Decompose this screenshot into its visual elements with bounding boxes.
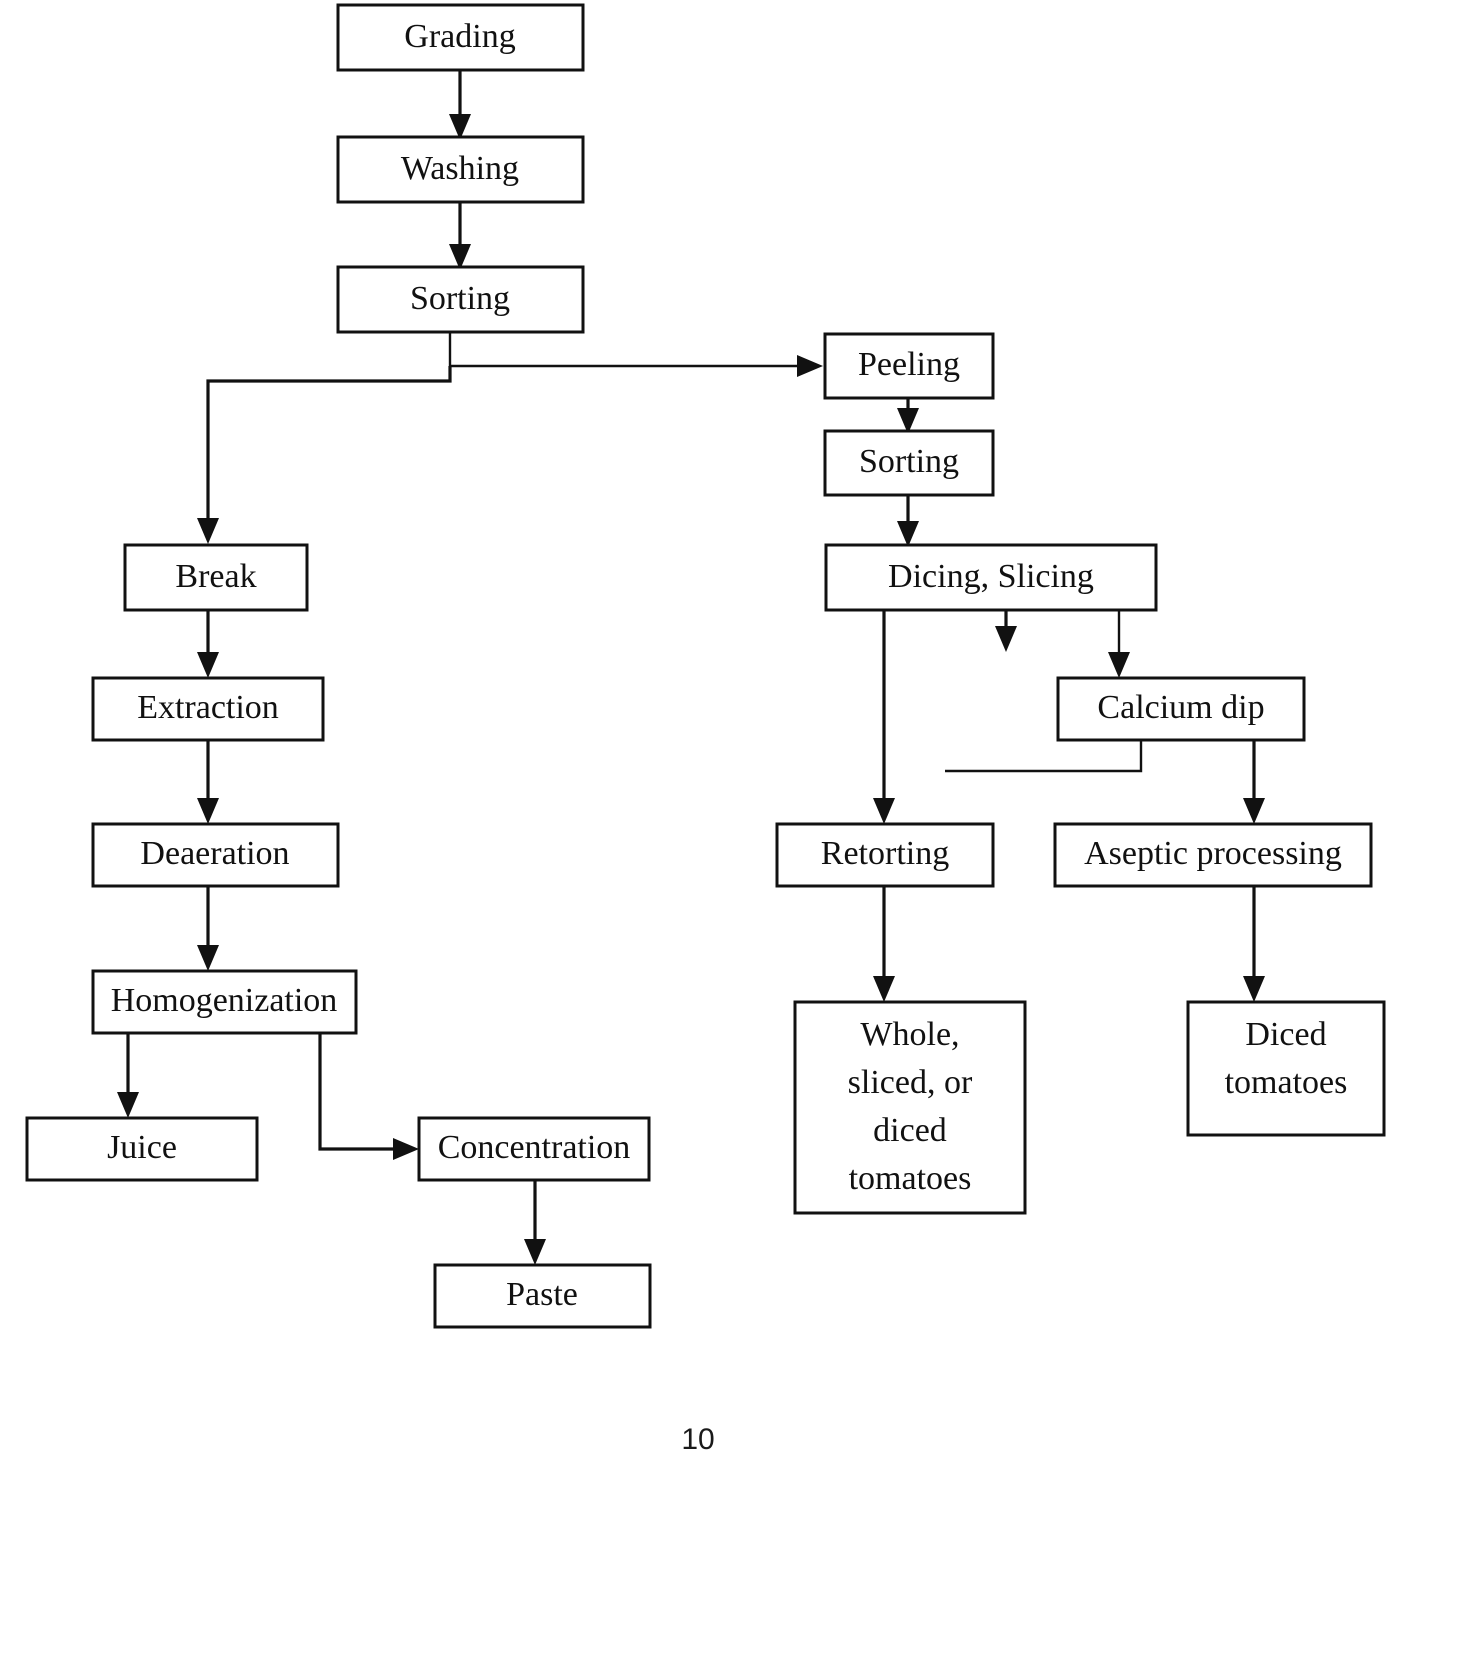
edge-concentration-to-paste (524, 1180, 546, 1265)
node-juice[interactable]: Juice (25, 1116, 259, 1182)
node-homogenization-label: Homogenization (111, 982, 338, 1019)
node-aseptic-processing[interactable]: Aseptic processing (1053, 822, 1373, 888)
edge-sorting-to-peeling (448, 332, 823, 377)
arrow-head-icon (873, 798, 895, 824)
node-grading-label: Grading (404, 18, 515, 55)
node-calcium-dip[interactable]: Calcium dip (1056, 676, 1306, 742)
arrow-head-icon (797, 355, 823, 377)
node-box (1053, 822, 1373, 888)
node-concentration-label: Concentration (438, 1129, 631, 1166)
edge-homogenization-to-concentration (318, 1033, 419, 1160)
node-retorting-label: Retorting (821, 835, 949, 872)
edge-sorting2-to-dicing (897, 495, 919, 547)
arrow-head-icon (393, 1138, 419, 1160)
node-box (1186, 1000, 1386, 1137)
node-box (91, 822, 340, 888)
node-homogenization[interactable]: Homogenization (91, 969, 358, 1035)
page-number: 10 (681, 1423, 714, 1456)
edge-dicing-stub (995, 610, 1017, 652)
edge-calciumdip-to-aseptic (1243, 740, 1265, 824)
node-calcium-dip-label: Calcium dip (1097, 689, 1264, 726)
node-whole-sliced-diced-tomatoes[interactable]: Whole, sliced, or diced tomatoes (793, 1000, 1027, 1215)
arrow-head-icon (449, 244, 471, 270)
arrow-head-icon (1243, 976, 1265, 1002)
node-box (433, 1263, 652, 1329)
node-box (793, 1000, 1027, 1215)
node-whole-line-4: tomatoes (849, 1160, 972, 1197)
node-break-label: Break (175, 558, 256, 595)
arrow-head-icon (197, 945, 219, 971)
node-box (336, 135, 585, 204)
arrow-head-icon (873, 976, 895, 1002)
node-juice-label: Juice (107, 1129, 177, 1166)
edge-extraction-to-deaeration (197, 740, 219, 824)
edge-washing-to-sorting (449, 202, 471, 270)
node-diced-tomatoes[interactable]: Diced tomatoes (1186, 1000, 1386, 1137)
edge-grading-to-washing (449, 70, 471, 140)
node-box (123, 543, 309, 612)
node-paste-label: Paste (506, 1276, 578, 1313)
edge-peeling-to-sorting2 (897, 398, 919, 434)
node-dicing-slicing-label: Dicing, Slicing (888, 558, 1094, 595)
arrow-head-icon (897, 521, 919, 547)
node-layer: Grading Washing Sorting Peeling Sorting (25, 3, 1386, 1329)
node-peeling[interactable]: Peeling (823, 332, 995, 400)
node-sorting-secondary[interactable]: Sorting (823, 429, 995, 497)
arrow-head-icon (197, 798, 219, 824)
edge-dicing-to-calciumdip (1108, 610, 1130, 678)
node-sorting-primary[interactable]: Sorting (336, 265, 585, 334)
node-concentration[interactable]: Concentration (417, 1116, 651, 1182)
edge-calciumdip-stub (945, 740, 1143, 773)
arrow-head-icon (524, 1239, 546, 1265)
node-grading[interactable]: Grading (336, 3, 585, 72)
node-whole-line-2: sliced, or (848, 1064, 973, 1101)
edge-homogenization-to-juice (117, 1033, 139, 1118)
node-box (336, 265, 585, 334)
node-retorting[interactable]: Retorting (775, 822, 995, 888)
node-sorting-secondary-label: Sorting (859, 443, 959, 480)
arrow-head-icon (1243, 798, 1265, 824)
node-washing-label: Washing (401, 150, 519, 187)
node-aseptic-processing-label: Aseptic processing (1084, 835, 1342, 872)
node-box (91, 969, 358, 1035)
node-dicing-slicing[interactable]: Dicing, Slicing (824, 543, 1158, 612)
edge-retorting-to-whole (873, 886, 895, 1002)
edge-layer (117, 70, 1265, 1265)
node-whole-line-3: diced (873, 1112, 947, 1149)
edge-dicing-to-retorting (873, 610, 895, 824)
arrow-head-icon (1108, 652, 1130, 678)
node-box (336, 3, 585, 72)
edge-aseptic-to-diced (1243, 886, 1265, 1002)
node-box (823, 332, 995, 400)
node-break[interactable]: Break (123, 543, 309, 612)
node-diced-line-2: tomatoes (1225, 1064, 1348, 1101)
node-box (1056, 676, 1306, 742)
node-box (25, 1116, 259, 1182)
node-deaeration[interactable]: Deaeration (91, 822, 340, 888)
edge-break-to-extraction (197, 610, 219, 678)
node-deaeration-label: Deaeration (140, 835, 289, 872)
node-washing[interactable]: Washing (336, 135, 585, 204)
node-box (823, 429, 995, 497)
arrow-head-icon (197, 518, 219, 544)
arrow-head-icon (995, 626, 1017, 652)
arrow-head-icon (897, 408, 919, 434)
node-sorting-primary-label: Sorting (410, 280, 510, 317)
node-peeling-label: Peeling (858, 346, 960, 383)
node-whole-line-1: Whole, (860, 1016, 959, 1053)
node-extraction[interactable]: Extraction (91, 676, 325, 742)
node-box (91, 676, 325, 742)
node-diced-line-1: Diced (1245, 1016, 1326, 1053)
edge-sorting-to-break (197, 366, 452, 544)
node-extraction-label: Extraction (137, 689, 279, 726)
node-box (775, 822, 995, 888)
node-box (824, 543, 1158, 612)
edge-deaeration-to-homogenization (197, 886, 219, 971)
arrow-head-icon (197, 652, 219, 678)
node-paste[interactable]: Paste (433, 1263, 652, 1329)
arrow-head-icon (117, 1092, 139, 1118)
node-box (417, 1116, 651, 1182)
arrow-head-icon (449, 114, 471, 140)
